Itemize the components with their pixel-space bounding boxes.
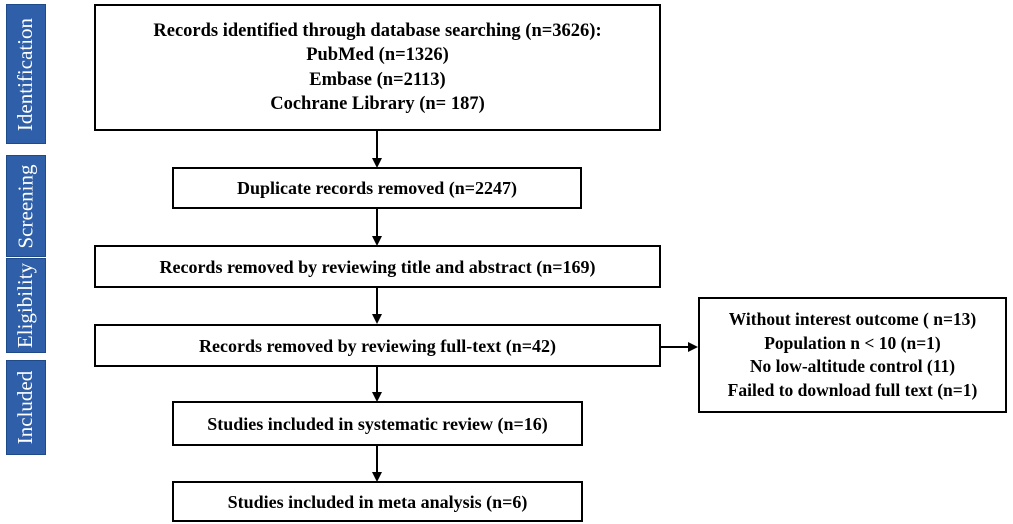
box-systematic-review: Studies included in systematic review (n…: [172, 401, 583, 446]
full-text-removed-text: Records removed by reviewing full-text (…: [198, 335, 557, 356]
box-title-abstract-removed: Records removed by reviewing title and a…: [94, 245, 661, 288]
identified-embase: Embase (n=2113): [309, 69, 446, 90]
identified-cochrane: Cochrane Library (n= 187): [270, 94, 485, 114]
phase-screening: Screening: [6, 155, 46, 257]
title-abstract-removed-text: Records removed by reviewing title and a…: [159, 256, 596, 277]
exclusion-no-control: No low-altitude control (11): [749, 356, 956, 376]
phase-identification: Identification: [6, 4, 46, 144]
phase-eligibility: Eligibility: [6, 258, 46, 353]
box-meta-analysis: Studies included in meta analysis (n=6): [172, 481, 583, 522]
exclusion-download-failed: Failed to download full text (n=1): [727, 379, 978, 400]
meta-analysis-text: Studies included in meta analysis (n=6): [227, 491, 528, 512]
box-records-identified: Records identified through database sear…: [94, 4, 661, 131]
box-exclusion-reasons: Without interest outcome ( n=13) Populat…: [698, 297, 1007, 413]
identified-total: Records identified through database sear…: [153, 20, 602, 41]
phase-included: Included: [6, 360, 46, 455]
box-full-text-removed: Records removed by reviewing full-text (…: [94, 324, 661, 367]
exclusion-no-outcome: Without interest outcome ( n=13): [728, 309, 977, 329]
box-duplicates-removed: Duplicate records removed (n=2247): [172, 167, 582, 209]
systematic-review-text: Studies included in systematic review (n…: [207, 413, 548, 434]
identified-pubmed: PubMed (n=1326): [306, 45, 449, 65]
duplicates-removed-text: Duplicate records removed (n=2247): [236, 178, 518, 198]
exclusion-small-population: Population n < 10 (n=1): [764, 332, 941, 353]
